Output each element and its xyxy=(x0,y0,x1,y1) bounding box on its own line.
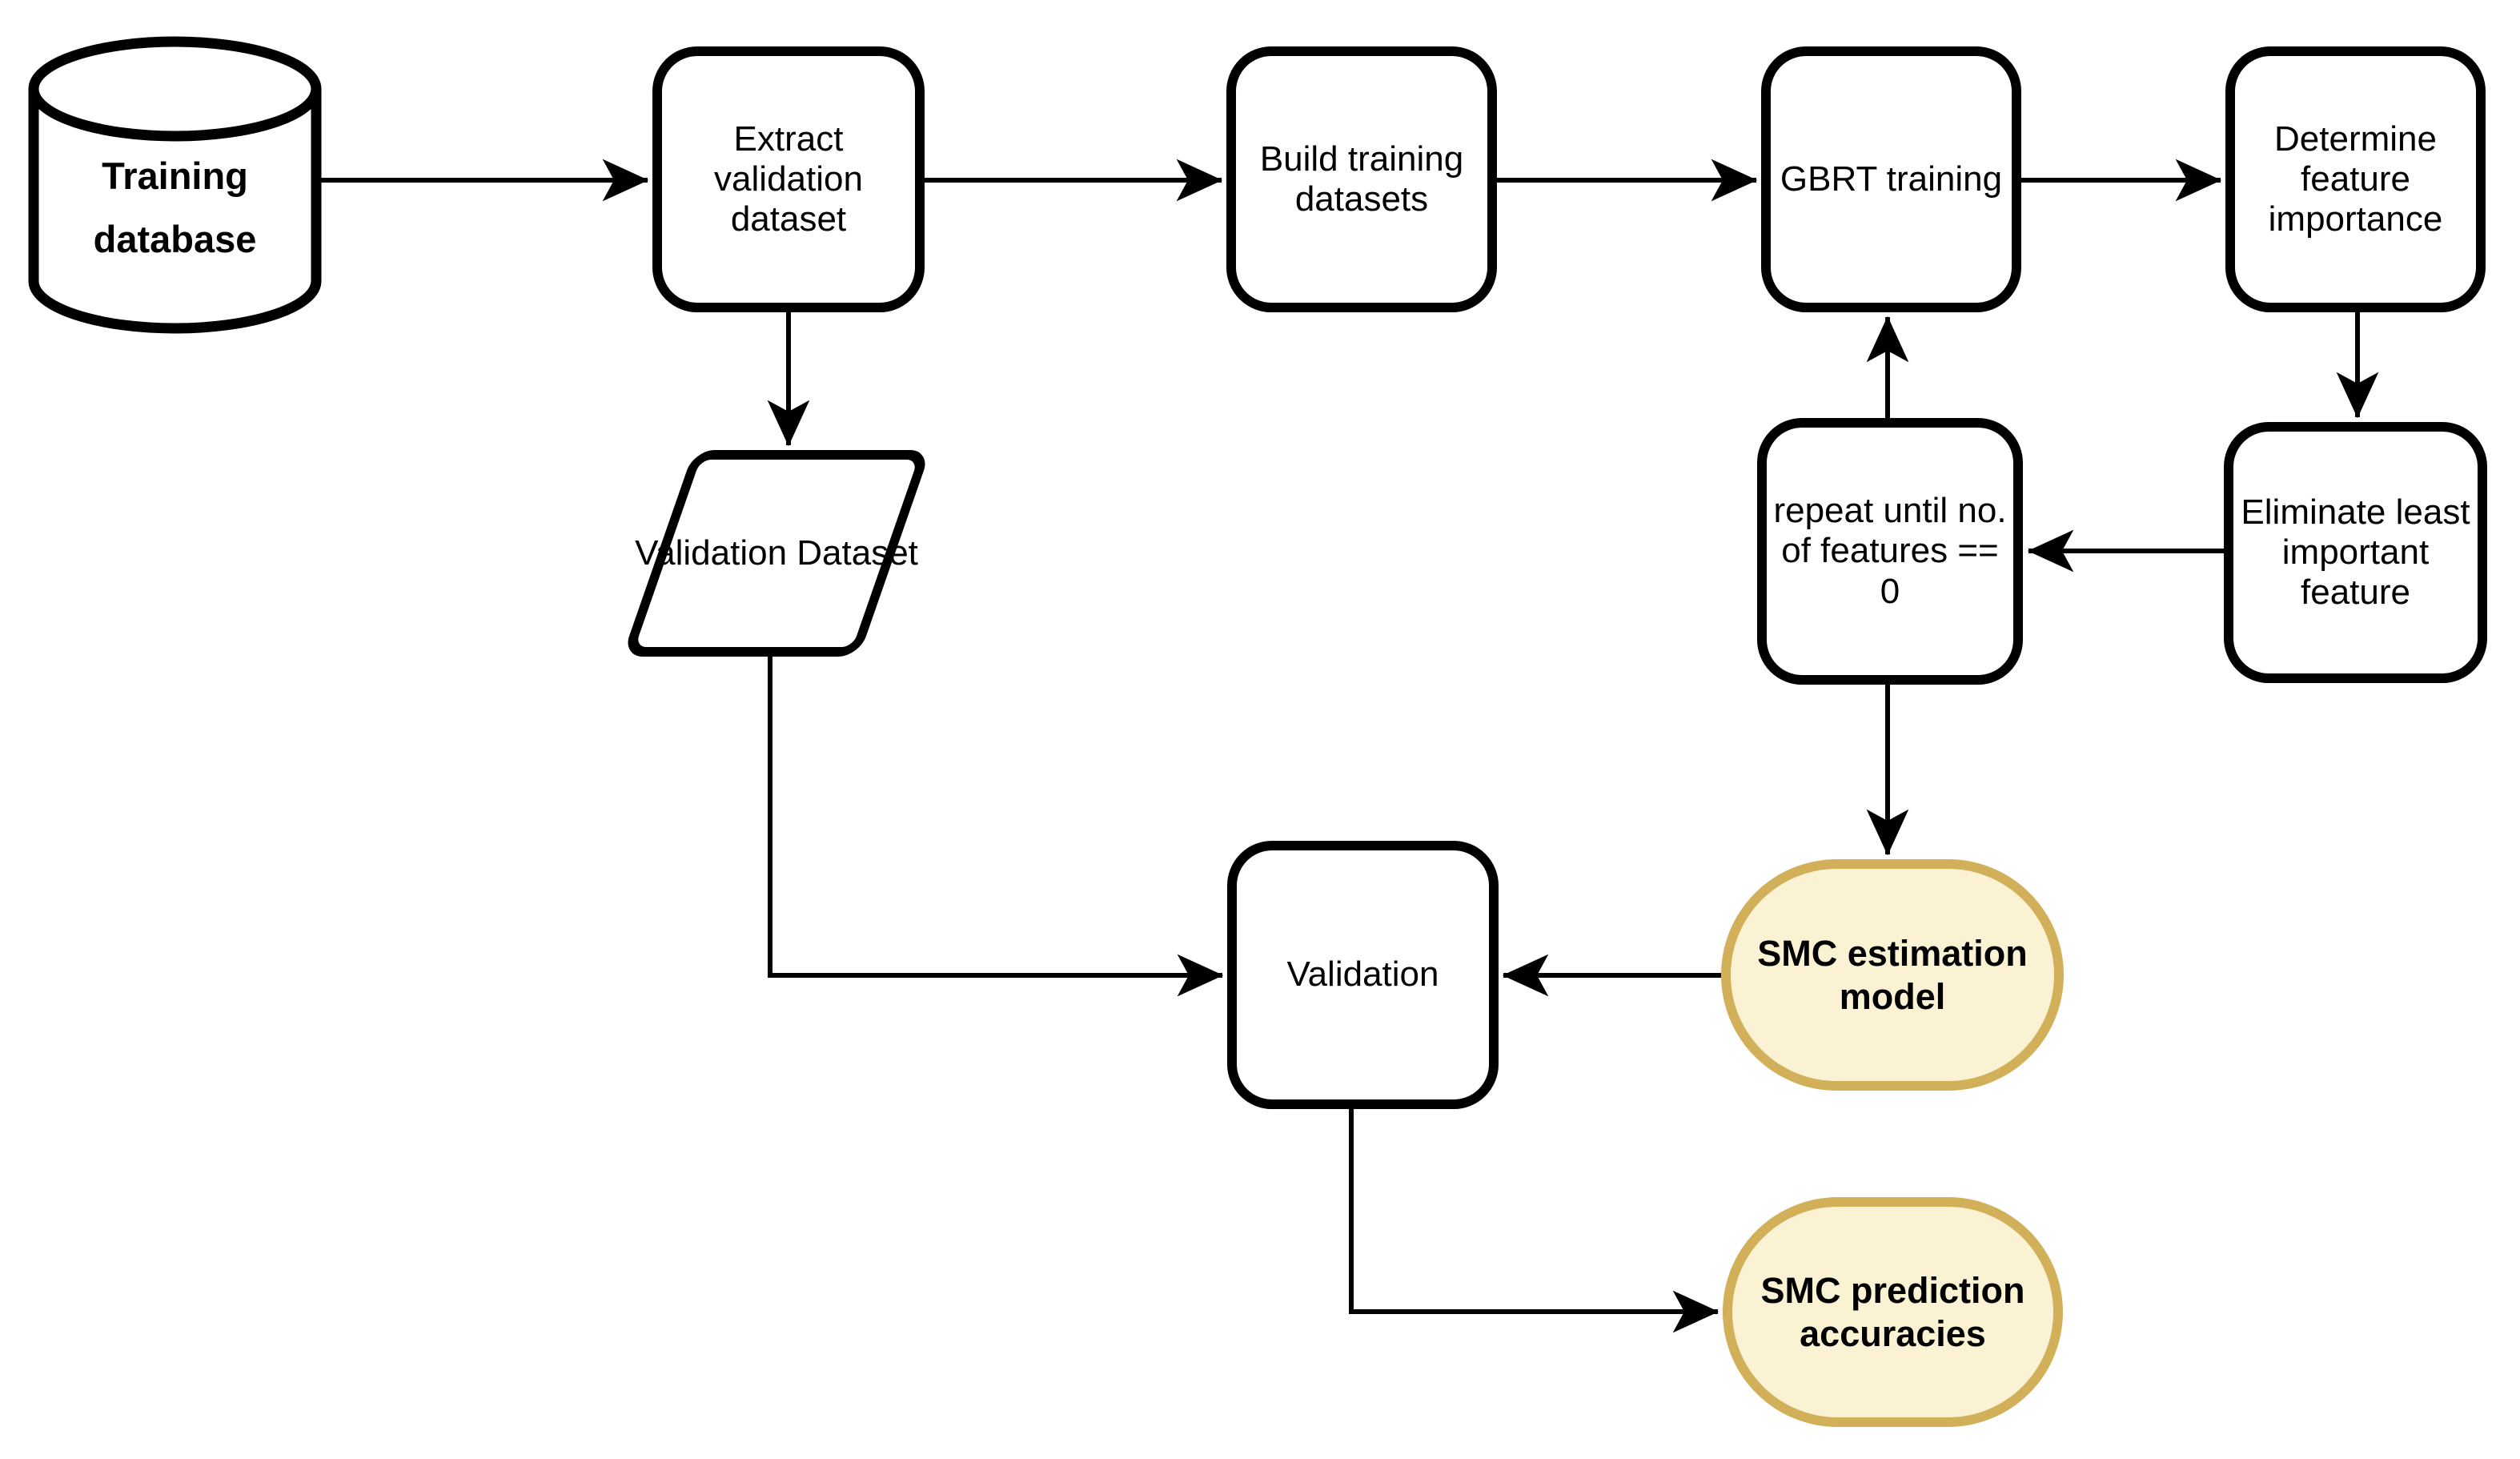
determine-feature-importance-label: Determine feature importance xyxy=(2268,119,2443,239)
eliminate-least-important-feature-label: Eliminate least important feature xyxy=(2241,492,2470,613)
node-determine-feature-importance: Determine feature importance xyxy=(2225,46,2486,312)
node-gbrt-training: GBRT training xyxy=(1761,46,2021,312)
node-training-database xyxy=(28,36,322,334)
gbrt-training-label: GBRT training xyxy=(1780,159,2003,199)
training-database-label: Training database xyxy=(93,155,257,260)
node-smc-estimation-model: SMC estimation model xyxy=(1721,859,2064,1091)
smc-prediction-accuracies-label: SMC prediction accuracies xyxy=(1760,1269,2025,1354)
validation-label: Validation xyxy=(1286,955,1439,995)
connector-validation-dataset-to-validation xyxy=(768,657,1224,997)
database-cylinder-icon xyxy=(28,36,322,334)
smc-estimation-model-label: SMC estimation model xyxy=(1757,932,2028,1017)
node-smc-prediction-accuracies: SMC prediction accuracies xyxy=(1723,1197,2063,1427)
repeat-until-features-zero-label: repeat until no. of features == 0 xyxy=(1773,491,2007,611)
extract-validation-dataset-label: Extract validation dataset xyxy=(714,119,863,239)
build-training-datasets-label: Build training datasets xyxy=(1259,139,1464,219)
node-build-training-datasets: Build training datasets xyxy=(1226,46,1497,312)
node-eliminate-least-important-feature: Eliminate least important feature xyxy=(2224,422,2487,683)
validation-dataset-label: Validation Dataset xyxy=(635,533,918,573)
connector-validation-to-smc-prediction xyxy=(1349,1109,1719,1333)
node-repeat-until-features-zero: repeat until no. of features == 0 xyxy=(1757,418,2023,685)
node-validation: Validation xyxy=(1227,841,1499,1109)
node-extract-validation-dataset: Extract validation dataset xyxy=(652,46,925,312)
